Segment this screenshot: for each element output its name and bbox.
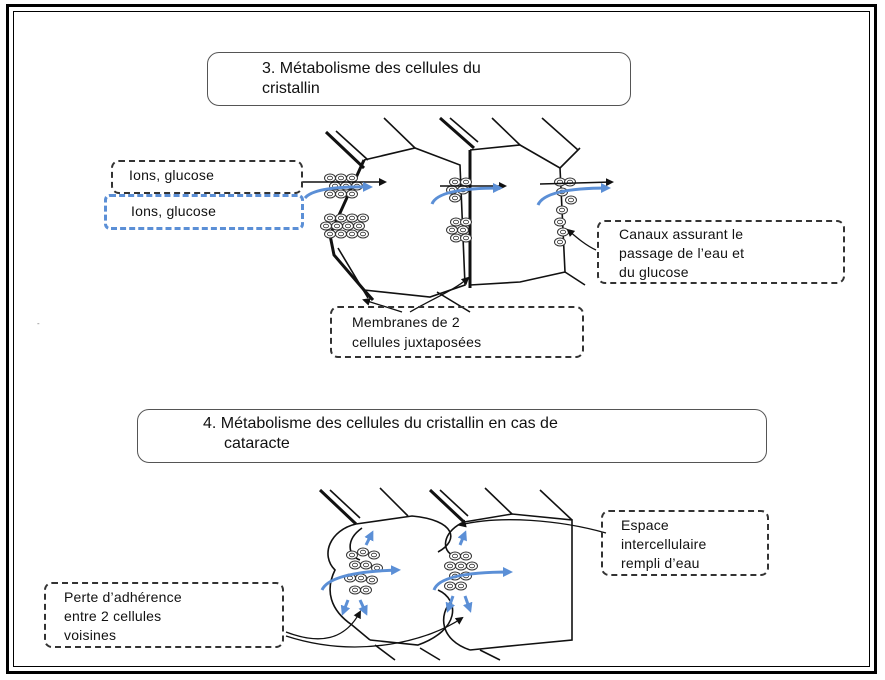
section4-arrows bbox=[285, 519, 607, 648]
section4-title-line1: 4. Métabolisme des cellules du cristalli… bbox=[203, 415, 558, 432]
espace-line3: rempli d’eau bbox=[621, 555, 700, 571]
espace-line2: intercellulaire bbox=[621, 536, 707, 552]
perte-line1: Perte d’adhérence bbox=[64, 589, 182, 605]
membranes-box bbox=[330, 306, 584, 358]
membranes-line2: cellules juxtaposées bbox=[352, 334, 482, 350]
stray-mark: - bbox=[37, 319, 40, 328]
perte-line2: entre 2 cellules bbox=[64, 608, 162, 624]
canaux-line1: Canaux assurant le bbox=[619, 226, 744, 242]
canaux-line3: du glucose bbox=[619, 264, 689, 280]
section3-title-line1: 3. Métabolisme des cellules du bbox=[262, 60, 481, 77]
ions-glucose-black-box bbox=[111, 160, 303, 194]
section4-title-line2: cataracte bbox=[224, 435, 290, 452]
perte-box bbox=[44, 582, 284, 648]
ions-glucose-black-label: Ions, glucose bbox=[129, 167, 215, 183]
canaux-box bbox=[597, 220, 845, 284]
section3-title-box bbox=[207, 52, 631, 106]
espace-line1: Espace bbox=[621, 517, 669, 533]
section4-title-box bbox=[137, 409, 767, 463]
section3-arrows bbox=[302, 178, 614, 313]
section4-cells bbox=[318, 487, 573, 661]
canaux-line2: passage de l’eau et bbox=[619, 245, 745, 261]
espace-box bbox=[601, 510, 769, 576]
outer-frame bbox=[6, 4, 877, 674]
inner-frame bbox=[13, 11, 870, 667]
section3-title-line2: cristallin bbox=[262, 80, 320, 97]
ions-glucose-blue-box bbox=[104, 194, 304, 230]
section3-clusters bbox=[320, 173, 577, 247]
perte-line3: voisines bbox=[64, 627, 117, 643]
membranes-line1: Membranes de 2 bbox=[352, 314, 460, 330]
ions-glucose-blue-label: Ions, glucose bbox=[131, 203, 217, 219]
